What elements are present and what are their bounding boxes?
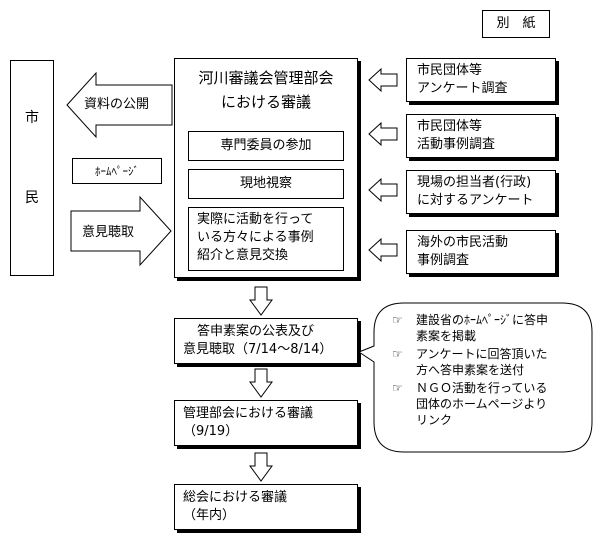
pointing-hand-icon: ☞ xyxy=(392,381,403,395)
note-item: ☞ 建設省のﾎｰﾑﾍﾟｰｼﾞに答申 素案を掲載 xyxy=(392,312,548,344)
main-item-case-exchange-line: いる方々による事例 xyxy=(197,230,314,245)
note-line: リンク xyxy=(416,413,453,427)
flow-step-public-comment-text: 答申素案の公表及び 意見聴取（7/14～8/14） xyxy=(183,323,332,359)
flow-step-general-assembly: 総会における審議 （年内） xyxy=(174,484,358,530)
input-line: アンケート調査 xyxy=(417,81,508,96)
citizens-char-1: 市 xyxy=(25,110,39,126)
flow-step-line: （9/19） xyxy=(183,424,239,439)
disclosure-label: 資料の公開 xyxy=(84,97,150,112)
flow-step-line: （年内） xyxy=(183,508,236,523)
input-line: 市民団体等 xyxy=(417,119,483,134)
note-callout-shape xyxy=(357,302,593,453)
pointing-hand-icon: ☞ xyxy=(392,347,403,361)
main-item-site-visit-text: 現地視察 xyxy=(239,176,292,191)
input-arrow-1 xyxy=(368,67,398,93)
citizens-char-2: 民 xyxy=(25,190,39,206)
input-box-survey: 市民団体等 アンケート調査 xyxy=(406,58,556,102)
input-box-staff-survey: 現場の担当者(行政) に対するアンケート xyxy=(406,170,556,214)
input-box-survey-text: 市民団体等 アンケート調査 xyxy=(417,62,507,98)
note-line: 素案を掲載 xyxy=(416,329,477,343)
input-box-overseas: 海外の市民活動 事例調査 xyxy=(406,230,556,274)
main-item-experts: 専門委員の参加 xyxy=(188,131,344,161)
attachment-label-box: 別 紙 xyxy=(482,10,550,38)
homepage-label: ﾎｰﾑﾍﾟｰｼﾞ xyxy=(95,165,139,178)
input-box-staff-survey-text: 現場の担当者(行政) に対するアンケート xyxy=(417,174,533,210)
flow-step-subcommittee: 管理部会における審議 （9/19） xyxy=(174,400,358,446)
attachment-label: 別 紙 xyxy=(496,16,536,31)
down-arrow-3 xyxy=(249,452,273,482)
input-arrow-2 xyxy=(368,121,398,147)
note-line: 団体のホームページより xyxy=(416,397,548,411)
homepage-label-box: ﾎｰﾑﾍﾟｰｼﾞ xyxy=(72,158,162,184)
citizens-box: 市 民 xyxy=(10,60,54,276)
input-box-case-study: 市民団体等 活動事例調査 xyxy=(406,114,556,158)
down-arrow-1 xyxy=(249,286,273,316)
pointing-hand-icon: ☞ xyxy=(392,313,403,327)
input-box-overseas-text: 海外の市民活動 事例調査 xyxy=(417,234,508,270)
main-panel-title-1: 河川審議会管理部会 xyxy=(198,69,334,87)
note-line: ＮＧＯ活動を行っている xyxy=(416,381,548,395)
flow-step-line: 答申素案の公表及び xyxy=(197,324,315,339)
main-item-case-exchange: 実際に活動を行って いる方々による事例 紹介と意見交換 xyxy=(188,207,344,271)
input-line: 事例調査 xyxy=(417,253,470,268)
note-line: 建設省のﾎｰﾑﾍﾟｰｼﾞに答申 xyxy=(416,313,549,327)
flow-step-line: 意見聴取（7/14～8/14） xyxy=(183,342,333,357)
input-line: 活動事例調査 xyxy=(417,137,496,152)
input-box-case-study-text: 市民団体等 活動事例調査 xyxy=(417,118,495,154)
note-line: 方へ答申素案を送付 xyxy=(416,363,525,377)
hearing-label: 意見聴取 xyxy=(82,225,135,240)
input-line: に対するアンケート xyxy=(417,193,534,208)
main-item-case-exchange-line: 紹介と意見交換 xyxy=(197,248,289,263)
note-item: ☞ ＮＧＯ活動を行っている 団体のホームページより リンク xyxy=(392,380,548,428)
main-item-case-exchange-line: 実際に活動を行って xyxy=(197,212,314,227)
flow-step-public-comment: 答申素案の公表及び 意見聴取（7/14～8/14） xyxy=(174,318,358,364)
main-panel-title-2: における審議 xyxy=(220,93,311,111)
main-panel: 河川審議会管理部会 における審議 専門委員の参加 現地視察 実際に活動を行って … xyxy=(174,58,358,278)
flow-step-subcommittee-text: 管理部会における審議 （9/19） xyxy=(183,405,313,441)
main-item-case-exchange-text: 実際に活動を行って いる方々による事例 紹介と意見交換 xyxy=(197,211,314,265)
down-arrow-2 xyxy=(249,368,273,398)
main-item-site-visit: 現地視察 xyxy=(188,169,344,199)
input-arrow-3 xyxy=(368,177,398,203)
input-line: 海外の市民活動 xyxy=(417,235,509,250)
hearing-arrow xyxy=(70,195,172,267)
flow-step-general-assembly-text: 総会における審議 （年内） xyxy=(183,489,287,525)
flow-step-line: 総会における審議 xyxy=(183,490,288,505)
flow-step-line: 管理部会における審議 xyxy=(183,406,314,421)
main-item-experts-text: 専門委員の参加 xyxy=(220,138,312,153)
input-line: 市民団体等 xyxy=(417,63,483,78)
note-callout-list: ☞ 建設省のﾎｰﾑﾍﾟｰｼﾞに答申 素案を掲載 ☞ アンケートに回答頂いた 方へ… xyxy=(392,312,548,428)
note-line: アンケートに回答頂いた xyxy=(416,347,548,361)
disclosure-arrow xyxy=(66,71,173,139)
note-item: ☞ アンケートに回答頂いた 方へ答申素案を送付 xyxy=(392,346,548,378)
input-arrow-4 xyxy=(368,237,398,263)
input-line: 現場の担当者(行政) xyxy=(417,175,532,190)
